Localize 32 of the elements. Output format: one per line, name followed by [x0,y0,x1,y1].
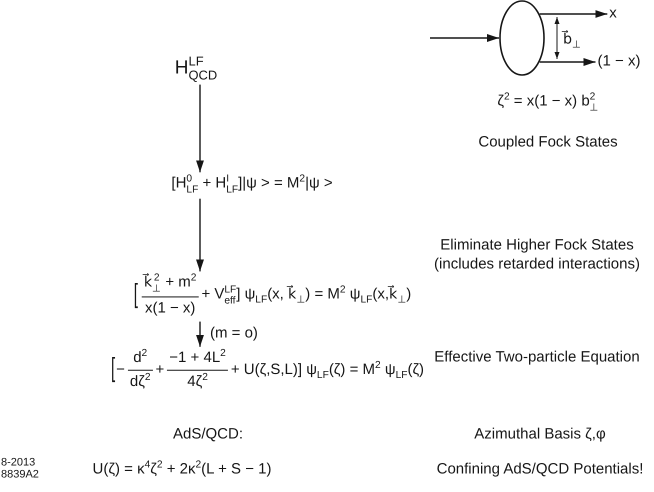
arrow [196,322,204,347]
equation: [H$^{0}$$_{LF}$ + H$^{I}$$_{LF}$]|ψ > = M$^{2}$|ψ > [171,174,333,196]
arrow [540,58,596,66]
arrow [196,84,204,172]
fraction-denominator: dζ$^{2}$ [128,370,152,392]
edge-label: (m = o) [210,324,258,344]
caption: Coupled Fock States [478,134,618,152]
caption: Eliminate Higher Fock States (includes retarded interactions) [433,236,641,274]
formula: U(ζ) = κ$^{4}$ζ$^{2}$ + 2κ$^{2}$(L + S − 1) [92,460,272,480]
fraction-denominator: 4ζ$^{2}$ [186,370,209,392]
arrow [540,10,608,18]
end-label: (1 − x) [598,52,640,72]
equation-term: − [116,360,125,380]
oval [499,0,545,76]
arrow [430,34,499,42]
equation-term: + U(ζ,S,L)] ψ$_{LF}$(ζ) = M$^{2}$ ψ$_{LF}$(ζ) [230,360,424,380]
dimension-label: b⃗$_{⊥}$ [562,30,582,50]
caption: Azimuthal Basis ζ,φ [474,426,606,444]
arrow [196,198,204,272]
fraction-numerator: k⃗$^{2}$$_{⊥}$ + m$^{2}$ [142,273,198,298]
equation-term: + V$^{LF}$$_{eff}$] ψ$_{LF}$(x, k⃗$_{⊥}$) = M$^{2}$ ψ$_{LF}$(x,k⃗$_{⊥}$) [201,285,412,307]
figure-code: 8-2013 8839A2 [1,457,40,481]
heading: AdS/QCD: [172,426,244,444]
equation-term: + [156,360,164,380]
end-label: x [609,4,617,24]
caption: Effective Two-particle Equation [434,348,640,368]
caption: Confining AdS/QCD Potentials! [436,460,644,480]
fraction-denominator: x(1 − x) [144,298,196,319]
bracket: [ [110,353,116,386]
fraction-numerator: −1 + 4L$^{2}$ [167,348,228,370]
bracket: [ [134,279,138,312]
fraction-numerator: d$^{2}$ [128,348,153,370]
